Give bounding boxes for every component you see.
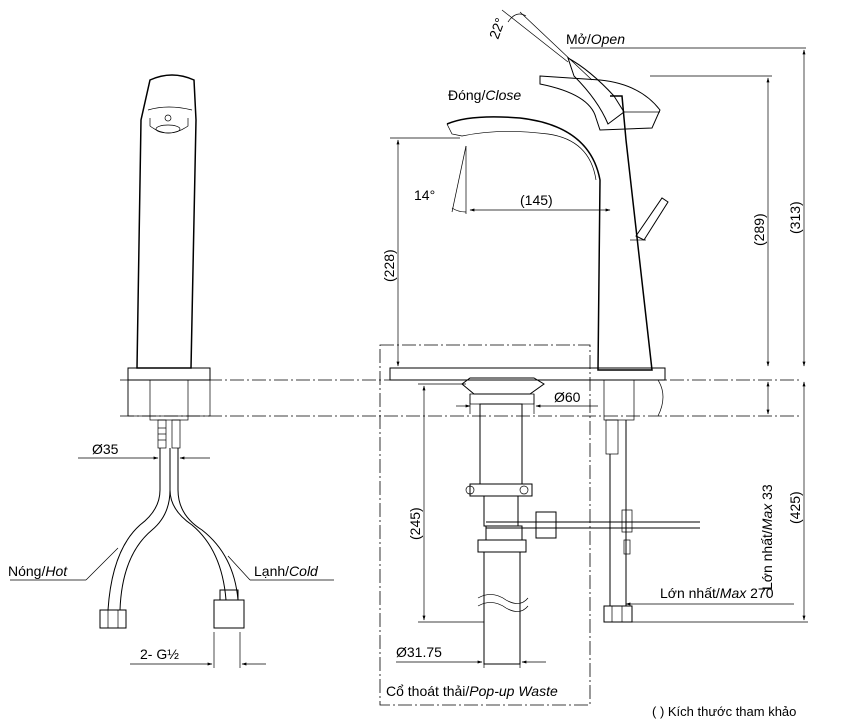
dia-3175-label: Ø31.75 [396, 644, 442, 660]
dia-60-label: Ø60 [554, 389, 581, 405]
cold-hose [169, 448, 227, 601]
thread-label: 2- G½ [140, 646, 179, 662]
dim-145-label: (145) [520, 192, 553, 208]
max-270-label: Lớn nhất/Max 270 [660, 585, 774, 601]
side-view: Ø35 Nóng/Hot Lạnh/Cold 2- G½ [8, 74, 334, 668]
cold-fitting [213, 599, 245, 629]
lever-closed [539, 75, 661, 131]
angle-22-label: 22° [486, 16, 508, 41]
dim-245-label: (245) [407, 507, 423, 540]
close-label: Đóng/Close [448, 87, 521, 103]
faucet-body [446, 95, 653, 371]
reference-note: ( ) Kích thước tham khảo [652, 704, 796, 719]
cold-label: Lạnh/Cold [254, 563, 319, 579]
dia-35-label: Ø35 [92, 441, 119, 457]
max-33-label: Lớn nhất/Max 33 [759, 484, 775, 590]
hot-hose [107, 448, 161, 611]
open-label: Mở/Open [566, 31, 625, 47]
dim-228-label: (228) [381, 249, 397, 282]
hot-label: Nóng/Hot [8, 563, 68, 579]
front-view: (228) (145) 14° 22° Mở/Open Đóng/Close (… [379, 9, 808, 706]
popup-waste-box [379, 344, 591, 706]
dim-425-label: (425) [787, 491, 803, 524]
popup-waste-label: Cổ thoát thải/Pop-up Waste [386, 683, 558, 699]
side-deck-top [127, 367, 211, 381]
popup-handle [635, 197, 669, 241]
dim-313-label: (313) [787, 201, 803, 234]
lever-open [567, 56, 625, 125]
angle-14-label: 14° [414, 187, 435, 203]
hot-fitting [99, 609, 127, 629]
side-faucet-body [136, 74, 197, 369]
dim-289-label: (289) [751, 213, 767, 246]
